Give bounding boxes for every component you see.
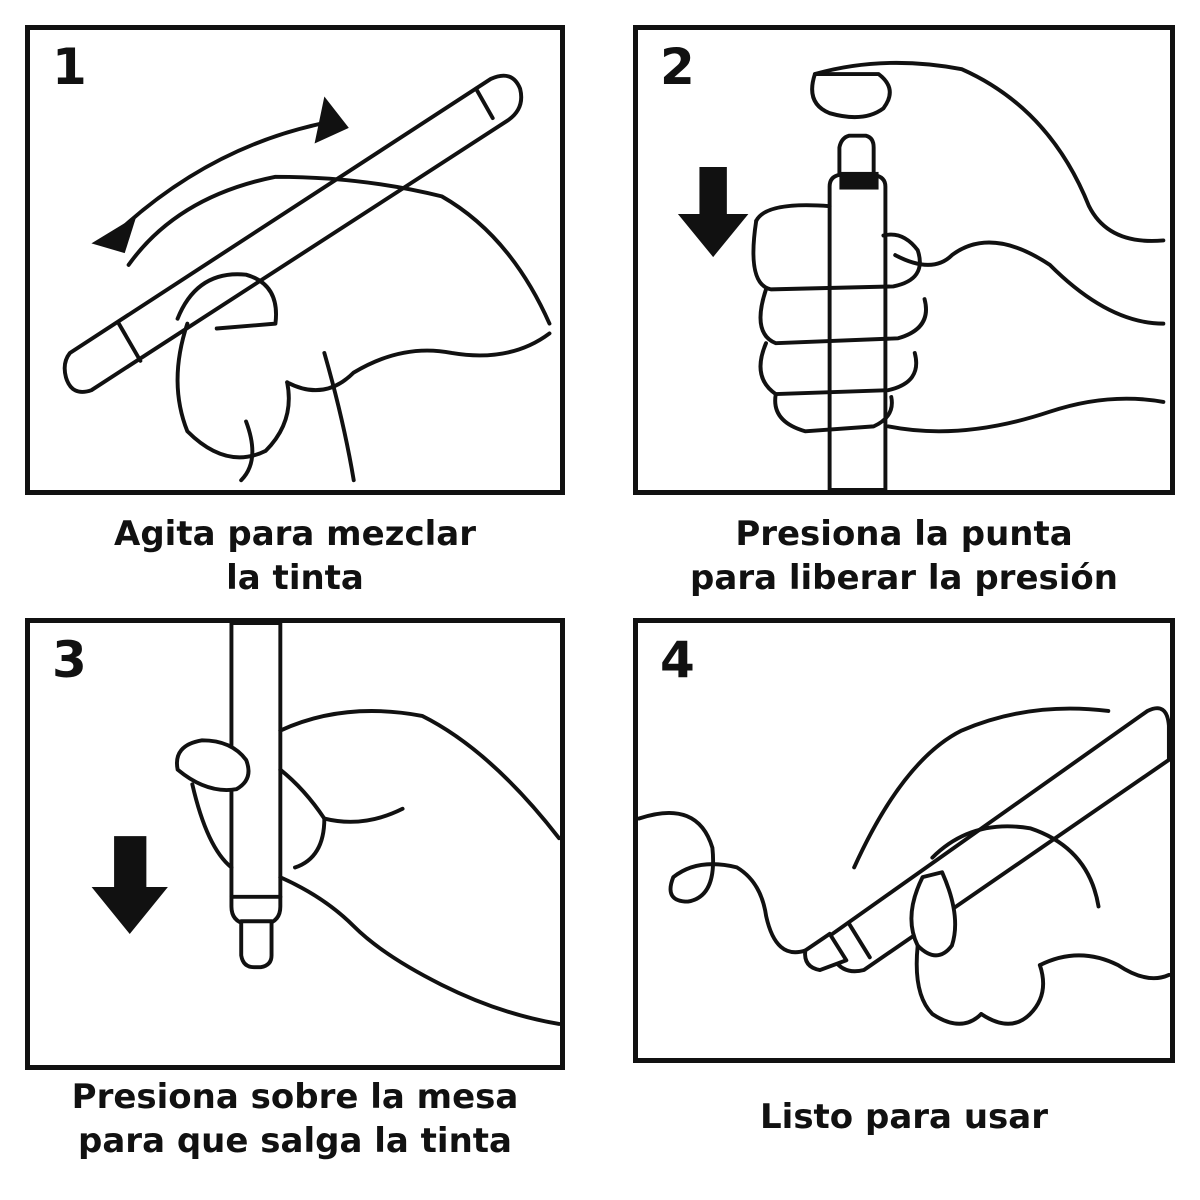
down-arrow-icon bbox=[677, 167, 749, 258]
step-3-panel: 3 bbox=[25, 618, 565, 1070]
marker-pen-icon bbox=[62, 73, 524, 394]
caption-line: Listo para usar bbox=[760, 1097, 1048, 1137]
hand-icon bbox=[175, 709, 560, 1026]
caption-line: la tinta bbox=[226, 558, 364, 598]
step-3-caption: Presiona sobre la mesa para que salga la… bbox=[25, 1075, 565, 1163]
step-2-illustration bbox=[677, 60, 1166, 490]
step-4-panel: 4 bbox=[633, 618, 1175, 1063]
shake-arrow-icon bbox=[91, 96, 349, 254]
caption-line: Presiona la punta bbox=[735, 514, 1073, 554]
marker-pen-icon bbox=[827, 133, 888, 490]
hand-icon bbox=[852, 706, 1170, 1026]
caption-line: para liberar la presión bbox=[690, 558, 1118, 598]
hand-icon bbox=[751, 60, 1166, 434]
hand-icon bbox=[126, 174, 552, 483]
step-1-illustration bbox=[62, 73, 552, 483]
step-1-caption: Agita para mezclar la tinta bbox=[25, 512, 565, 600]
marker-pen-icon bbox=[229, 623, 283, 970]
step-1-panel: 1 bbox=[25, 25, 565, 495]
down-arrow-icon bbox=[91, 836, 168, 934]
step-4-illustration bbox=[638, 706, 1170, 1026]
step-3-illustration bbox=[91, 623, 560, 1026]
step-2-panel: 2 bbox=[633, 25, 1175, 495]
step-2-caption: Presiona la punta para liberar la presió… bbox=[633, 512, 1175, 600]
marker-pen-icon bbox=[803, 706, 1170, 974]
step-number: 4 bbox=[660, 631, 695, 689]
step-number: 2 bbox=[660, 38, 695, 96]
caption-line: Presiona sobre la mesa bbox=[71, 1077, 519, 1117]
scribble-line-icon bbox=[638, 810, 808, 955]
step-number: 3 bbox=[52, 631, 87, 689]
step-number: 1 bbox=[52, 38, 87, 96]
caption-line: Agita para mezclar bbox=[114, 514, 476, 554]
step-4-caption: Listo para usar bbox=[633, 1095, 1175, 1139]
caption-line: para que salga la tinta bbox=[78, 1121, 512, 1161]
